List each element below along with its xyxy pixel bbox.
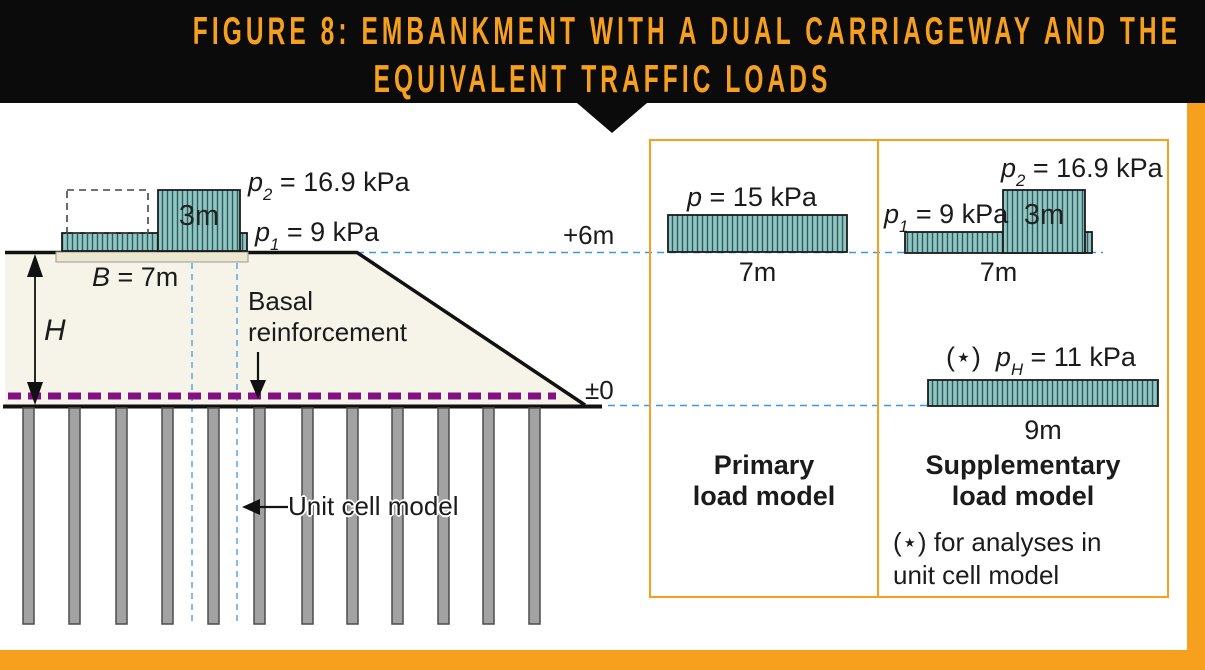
p1-value: = 9 kPa — [279, 217, 380, 247]
p2-subscript: 2 — [263, 185, 273, 205]
level-base-label: ±0 — [585, 375, 614, 405]
unit-cell-arrow — [242, 499, 288, 515]
pile — [482, 407, 495, 625]
supp-footnote-line1: (⋆) for analyses in — [893, 527, 1102, 557]
p1-symbol: p — [255, 217, 271, 247]
pile — [528, 407, 541, 625]
pile — [115, 407, 128, 625]
primary-title-line2: load model — [692, 481, 836, 511]
supp-footnote: (⋆) for analyses in unit cell model — [893, 526, 1101, 592]
supp-ph-width-label: 9m — [1024, 415, 1062, 445]
primary-load-label: p = 15 kPa — [687, 183, 817, 211]
supplementary-load-strip-ph — [927, 379, 1159, 407]
p2-symbol: p — [248, 167, 264, 197]
pile — [161, 407, 174, 625]
pavement-strip — [55, 251, 249, 263]
supp-title-line2: load model — [951, 481, 1095, 511]
pile — [391, 407, 404, 625]
load-model-panel-border — [649, 139, 1169, 598]
unit-cell-label: Unit cell model — [288, 491, 459, 521]
supp-p2-symbol: p — [1001, 153, 1017, 183]
supp-p2-subscript: 2 — [1016, 171, 1026, 191]
basal-arrow — [250, 352, 266, 399]
ph-star: (⋆) — [946, 342, 981, 372]
p2-load-label: p2 = 16.9 kPa — [248, 167, 410, 203]
primary-load-value: = 15 kPa — [702, 182, 817, 212]
ph-value: = 11 kPa — [1023, 342, 1136, 372]
traffic-load-block-p2 — [157, 189, 241, 252]
embankment-width-label: B = 7m — [92, 263, 178, 291]
pile — [437, 407, 450, 625]
supplementary-model-title: Supplementary load model — [878, 450, 1168, 512]
pile — [207, 407, 220, 625]
supp-p2-load-label: p2 = 16.9 kPa — [1001, 153, 1163, 189]
primary-model-title: Primary load model — [650, 450, 878, 512]
pile — [253, 407, 266, 625]
ph-symbol: p — [995, 342, 1011, 372]
supp-p1-value: = 9 kPa — [908, 199, 1009, 229]
pile — [68, 407, 81, 625]
supp-p2-value: = 16.9 kPa — [1025, 153, 1163, 183]
embankment-height-label: H — [44, 314, 66, 347]
embankment-body — [5, 253, 584, 406]
supp-width-label: 7m — [979, 257, 1018, 287]
figure-title-line2: EQUIVALENT TRAFFIC LOADS — [373, 56, 832, 101]
pile — [22, 407, 35, 625]
block-height-label: 3m — [178, 200, 220, 232]
height-arrow — [27, 254, 43, 405]
primary-load-strip — [667, 214, 848, 253]
p2-value: = 16.9 kPa — [272, 167, 410, 197]
primary-title-line1: Primary — [713, 450, 815, 480]
basal-label-line1: Basal — [248, 286, 314, 316]
primary-width-label: 7m — [738, 257, 777, 287]
p1-load-label: p1 = 9 kPa — [255, 217, 380, 253]
piles — [22, 407, 541, 625]
accent-bar-bottom — [0, 650, 1205, 670]
supp-ph-load-label: (⋆) pH = 11 kPa — [946, 342, 1136, 378]
pile — [301, 407, 314, 625]
p1-subscript: 1 — [270, 235, 280, 255]
figure-title-line1: FIGURE 8: EMBANKMENT WITH A DUAL CARRIAG… — [192, 8, 1182, 53]
ph-subscript: H — [1010, 360, 1024, 380]
basal-reinforcement-label: Basal reinforcement — [248, 286, 407, 348]
supp-p1-subscript: 1 — [899, 217, 909, 237]
basal-label-line2: reinforcement — [248, 317, 407, 347]
supp-title-line1: Supplementary — [925, 450, 1121, 480]
vehicle-outline-dashed — [66, 189, 149, 234]
supp-p1-load-label: p1 = 9 kPa — [884, 199, 1009, 235]
supplementary-load-block-p2 — [1002, 189, 1086, 254]
pile — [346, 407, 359, 625]
width-value: = 7m — [110, 262, 179, 292]
accent-bar-right — [1187, 103, 1205, 670]
supp-block-height-label: 3m — [1023, 199, 1065, 231]
width-symbol: B — [92, 262, 111, 292]
supp-footnote-line2: unit cell model — [893, 560, 1060, 590]
banner-pointer-triangle — [577, 103, 647, 133]
level-top-label: +6m — [563, 220, 615, 250]
title-banner: FIGURE 8: EMBANKMENT WITH A DUAL CARRIAG… — [0, 0, 1205, 103]
primary-load-symbol: p — [687, 182, 703, 212]
supp-p1-symbol: p — [884, 199, 900, 229]
